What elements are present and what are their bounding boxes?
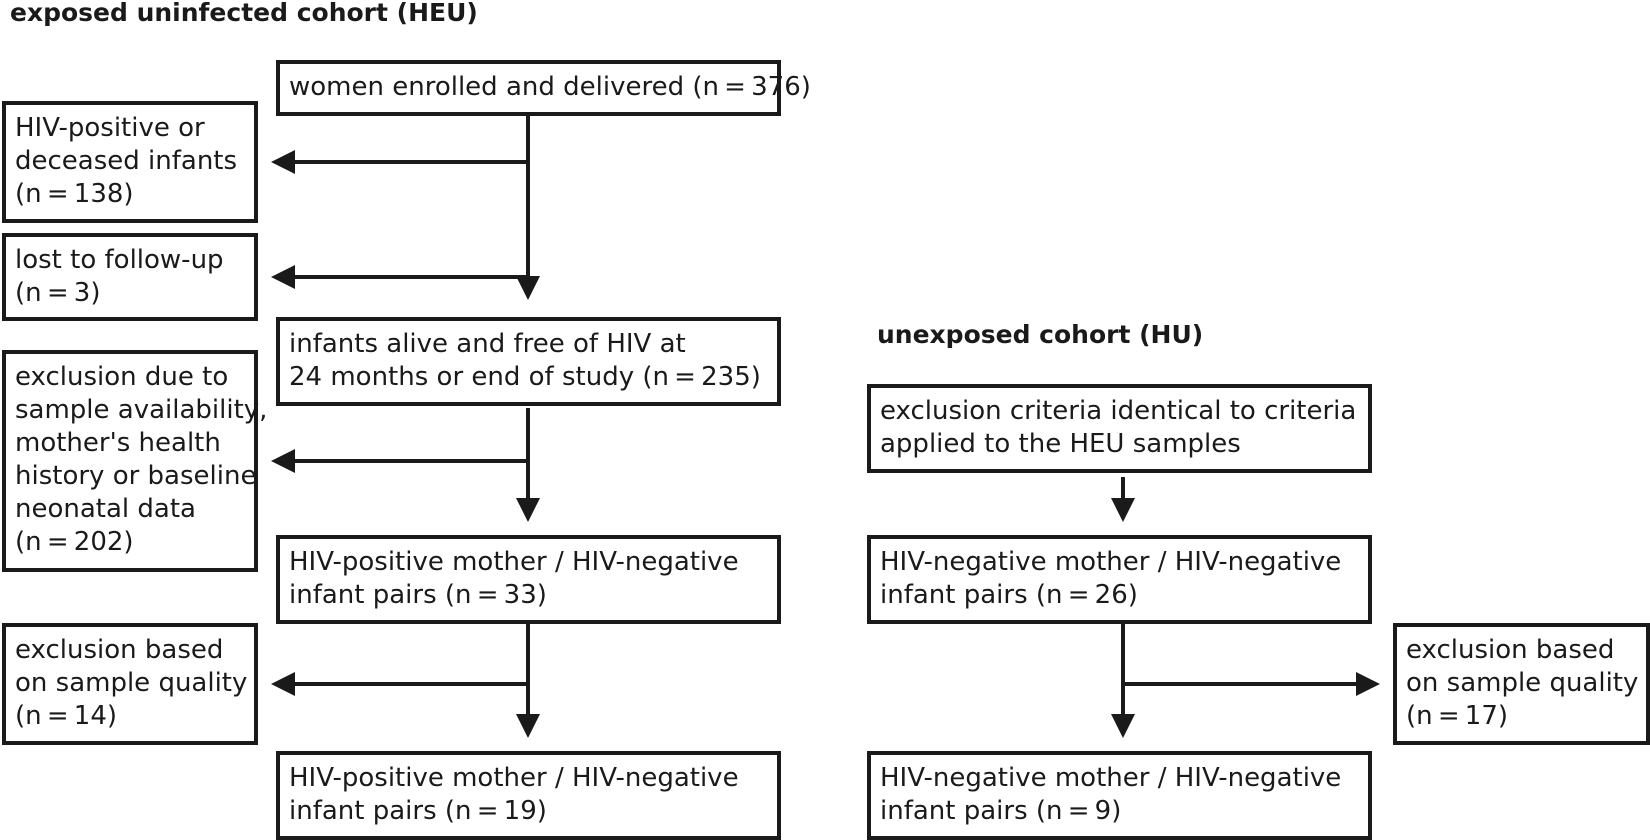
box-text-line: infant pairs (n = 33) [289,580,547,610]
box-exclusion-quality-heu: exclusion based on sample quality (n = 1… [2,623,258,745]
box-text-line: exclusion criteria identical to criteria [880,396,1357,426]
box-text-line: infant pairs (n = 19) [289,796,547,826]
box-text-line: deceased infants [15,146,238,176]
box-text-line: infant pairs (n = 26) [880,580,1138,610]
box-text-line: HIV-positive or [15,113,205,143]
box-text-line: infants alive and free of HIV at [289,329,686,359]
box-hiv-positive-deceased: HIV-positive or deceased infants (n = 13… [2,101,258,223]
box-text-line: history or baseline [15,461,257,491]
box-text-line: (n = 14) [15,701,118,731]
box-text-line: mother's health [15,428,221,458]
box-text-line: applied to the HEU samples [880,429,1241,459]
box-text-line: exclusion based [1406,635,1615,665]
box-exclusion-quality-hu: exclusion based on sample quality (n = 1… [1393,623,1650,745]
box-text-line: on sample quality [1406,668,1639,698]
heu-cohort-heading: exposed uninfected cohort (HEU) [10,0,478,27]
box-exclusion-availability: exclusion due to sample availability, mo… [2,350,268,572]
box-text-line: 24 months or end of study (n = 235) [289,362,761,392]
box-text-line: (n = 17) [1406,701,1509,731]
box-text-line: exclusion based [15,635,224,665]
box-pairs-9: HIV-negative mother / HIV-negative infan… [867,751,1372,840]
box-text-line: HIV-positive mother / HIV-negative [289,547,739,577]
box-text-line: women enrolled and delivered (n = 376) [289,72,811,102]
box-lost-follow-up: lost to follow-up (n = 3) [2,233,258,321]
box-text-line: HIV-positive mother / HIV-negative [289,763,739,793]
box-text-line: on sample quality [15,668,248,698]
box-text-line: (n = 138) [15,179,134,209]
box-infants-alive-free: infants alive and free of HIV at 24 mont… [276,317,781,406]
box-pairs-33: HIV-positive mother / HIV-negative infan… [276,535,781,624]
box-pairs-19: HIV-positive mother / HIV-negative infan… [276,751,781,840]
box-hu-criteria: exclusion criteria identical to criteria… [867,384,1372,473]
box-text-line: infant pairs (n = 9) [880,796,1122,826]
box-text-line: lost to follow-up [15,245,224,275]
box-text-line: (n = 202) [15,527,134,557]
box-text-line: exclusion due to [15,362,229,392]
box-text-line: HIV-negative mother / HIV-negative [880,763,1342,793]
box-text-line: HIV-negative mother / HIV-negative [880,547,1342,577]
box-text-line: (n = 3) [15,278,101,308]
box-text-line: sample availability, [15,395,268,425]
box-text-line: neonatal data [15,494,196,524]
box-women-enrolled: women enrolled and delivered (n = 376) [276,60,811,116]
box-pairs-26: HIV-negative mother / HIV-negative infan… [867,535,1372,624]
hu-cohort-heading: unexposed cohort (HU) [877,320,1204,349]
